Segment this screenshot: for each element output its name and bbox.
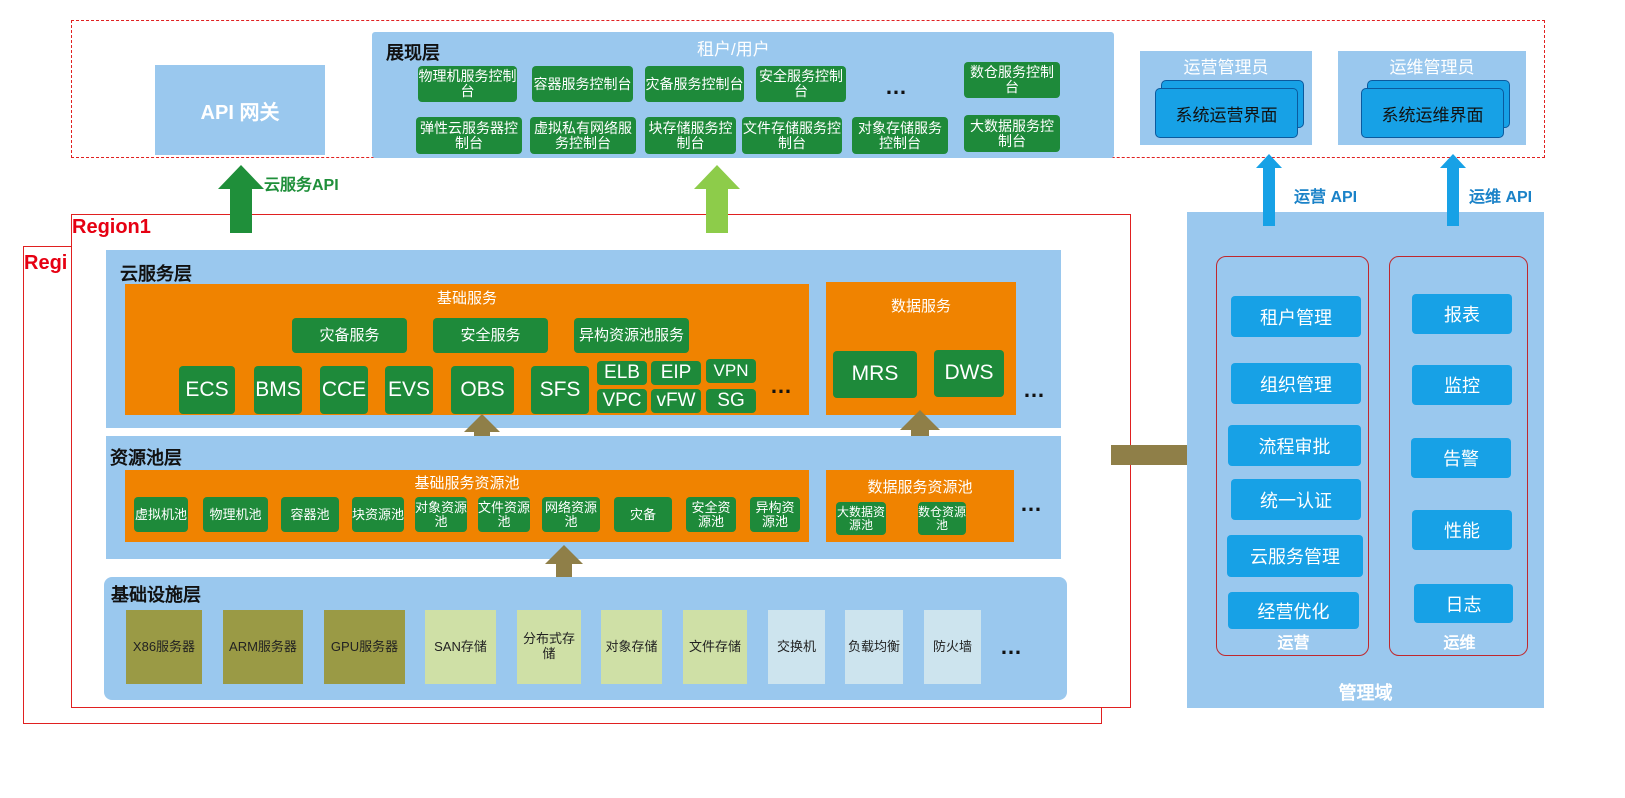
ops-group-label: 运营 bbox=[1277, 635, 1310, 652]
ops-api-label: 运营 API bbox=[1294, 189, 1358, 206]
service-vpc: VPC bbox=[597, 389, 647, 413]
pool-file: 文件资源池 bbox=[478, 497, 530, 532]
pool-hetero: 异构资源池 bbox=[750, 497, 800, 532]
maint-ui-box: 系统运维界面 bbox=[1361, 88, 1504, 138]
service-elb: ELB bbox=[597, 361, 647, 385]
presentation-subtitle: 租户/用户 bbox=[697, 40, 770, 59]
service-evs: EVS bbox=[385, 366, 433, 414]
cloud-layer-title: 云服务层 bbox=[120, 264, 192, 284]
data-pool-title: 数据服务资源池 bbox=[867, 479, 973, 496]
region-back-label: Regi bbox=[24, 252, 68, 274]
ops-optimization: 经营优化 bbox=[1228, 592, 1359, 629]
dr-service: 灾备服务 bbox=[292, 318, 407, 353]
infra-switch: 交换机 bbox=[768, 610, 825, 684]
maint-log: 日志 bbox=[1414, 584, 1513, 623]
basic-services-title: 基础服务 bbox=[436, 290, 497, 307]
region1-label: Region1 bbox=[72, 216, 151, 238]
ops-unified-auth: 统一认证 bbox=[1231, 479, 1361, 520]
console-block-storage: 块存储服务控制台 bbox=[645, 117, 736, 154]
ops-cloud-service-mgmt: 云服务管理 bbox=[1227, 535, 1363, 577]
console-object-storage: 对象存储服务控制台 bbox=[852, 117, 948, 154]
pool-dr: 灾备 bbox=[614, 497, 672, 532]
console-file-storage: 文件存储服务控制台 bbox=[742, 117, 842, 154]
maint-performance: 性能 bbox=[1412, 510, 1512, 550]
pool-security: 安全资源池 bbox=[686, 497, 736, 532]
service-vpn: VPN bbox=[706, 359, 756, 383]
security-service: 安全服务 bbox=[433, 318, 548, 353]
data-services-title: 数据服务 bbox=[890, 298, 951, 315]
ops-api-arrow bbox=[1256, 154, 1282, 226]
pool-layer-more: … bbox=[1020, 491, 1043, 516]
management-title: 管理域 bbox=[1338, 683, 1393, 703]
service-mrs: MRS bbox=[833, 351, 917, 398]
maint-monitor: 监控 bbox=[1412, 365, 1512, 405]
pool-physical: 物理机池 bbox=[203, 497, 268, 532]
basic-services-more: … bbox=[770, 373, 793, 398]
console-security: 安全服务控制台 bbox=[756, 66, 846, 102]
maint-admin-title: 运维管理员 bbox=[1389, 58, 1475, 77]
service-ecs: ECS bbox=[179, 366, 235, 414]
console-container: 容器服务控制台 bbox=[532, 66, 633, 102]
console-ecs: 弹性云服务器控制台 bbox=[416, 117, 522, 154]
pool-block: 块资源池 bbox=[352, 497, 404, 532]
maint-api-label: 运维 API bbox=[1469, 189, 1533, 206]
service-vfw: vFW bbox=[651, 389, 701, 413]
pool-container: 容器池 bbox=[281, 497, 339, 532]
cloud-layer-more: … bbox=[1023, 377, 1046, 402]
service-sg: SG bbox=[706, 389, 756, 413]
pool-object: 对象资源池 bbox=[415, 497, 467, 532]
infra-to-pool-arrow bbox=[545, 545, 583, 601]
ops-admin-title: 运营管理员 bbox=[1183, 58, 1269, 77]
ops-tenant-mgmt: 租户管理 bbox=[1231, 296, 1361, 337]
basic-pool-title: 基础服务资源池 bbox=[414, 475, 520, 492]
ops-org-mgmt: 组织管理 bbox=[1231, 363, 1361, 404]
console-physical: 物理机服务控制台 bbox=[418, 66, 517, 102]
infra-x86: X86服务器 bbox=[126, 610, 202, 684]
presentation-more: … bbox=[885, 74, 908, 99]
maint-api-arrow bbox=[1440, 154, 1466, 226]
service-bms: BMS bbox=[254, 366, 302, 414]
ops-ui-box: 系统运营界面 bbox=[1155, 88, 1298, 138]
presentation-arrow bbox=[694, 165, 740, 233]
pool-dw: 数仓资源池 bbox=[918, 502, 966, 535]
infra-arm: ARM服务器 bbox=[223, 610, 303, 684]
console-vpc: 虚拟私有网络服务控制台 bbox=[530, 117, 636, 154]
ops-group: 运营 bbox=[1216, 256, 1369, 656]
pool-layer-title: 资源池层 bbox=[110, 448, 182, 468]
pool-bigdata: 大数据资源池 bbox=[836, 502, 886, 535]
console-dr: 灾备服务控制台 bbox=[645, 66, 744, 102]
pool-network: 网络资源池 bbox=[542, 497, 600, 532]
cloud-api-arrow bbox=[218, 165, 264, 233]
ops-approval: 流程审批 bbox=[1228, 425, 1361, 466]
pool-vm: 虚拟机池 bbox=[134, 497, 188, 532]
infra-layer-more: … bbox=[1000, 634, 1023, 659]
maint-group-label: 运维 bbox=[1443, 635, 1476, 652]
infra-lb: 负载均衡 bbox=[845, 610, 903, 684]
service-dws: DWS bbox=[934, 350, 1004, 397]
presentation-title: 展现层 bbox=[386, 43, 440, 63]
infra-san: SAN存储 bbox=[425, 610, 496, 684]
service-sfs: SFS bbox=[531, 366, 589, 414]
infra-layer-title: 基础设施层 bbox=[111, 585, 201, 605]
console-dw: 数仓服务控制台 bbox=[964, 62, 1060, 98]
infra-distributed: 分布式存储 bbox=[517, 610, 581, 684]
maint-alarm: 告警 bbox=[1411, 438, 1511, 478]
maint-group: 运维 bbox=[1389, 256, 1528, 656]
api-gateway-box: API 网关 bbox=[155, 65, 325, 155]
api-gateway-label: API 网关 bbox=[200, 101, 280, 124]
maint-report: 报表 bbox=[1412, 294, 1512, 334]
console-bigdata: 大数据服务控制台 bbox=[964, 115, 1060, 152]
service-cce: CCE bbox=[320, 366, 368, 414]
infra-gpu: GPU服务器 bbox=[324, 610, 405, 684]
cloud-api-label: 云服务API bbox=[264, 177, 339, 194]
infra-file: 文件存储 bbox=[683, 610, 747, 684]
service-eip: EIP bbox=[651, 361, 701, 385]
infra-object: 对象存储 bbox=[601, 610, 662, 684]
service-obs: OBS bbox=[451, 366, 514, 414]
infra-firewall: 防火墙 bbox=[924, 610, 981, 684]
hetero-pool-service: 异构资源池服务 bbox=[574, 318, 689, 353]
